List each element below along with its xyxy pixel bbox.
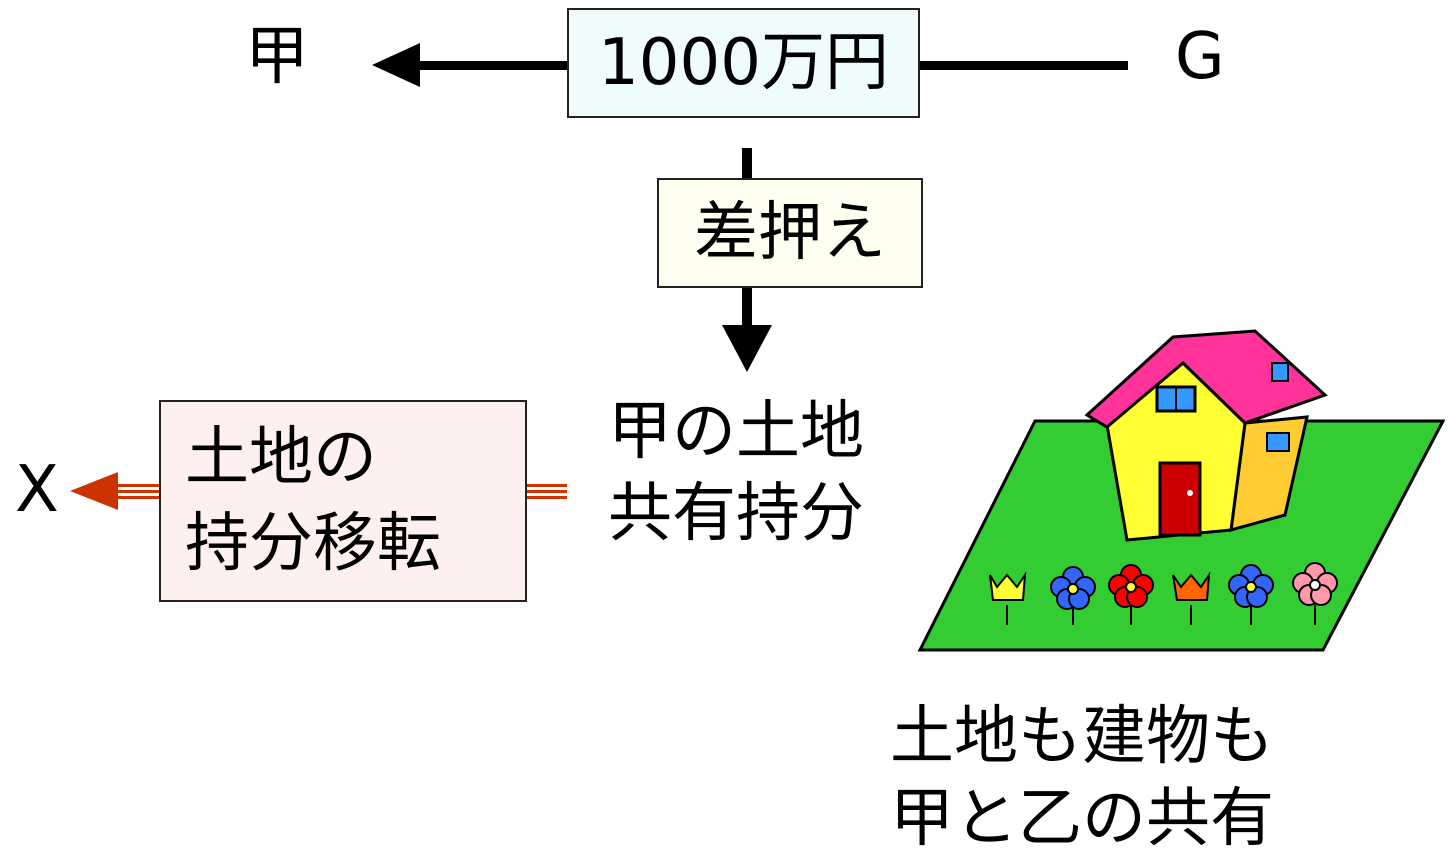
target-line-1: 甲の土地 [608, 395, 864, 469]
target-line-2: 共有持分 [608, 477, 864, 551]
arrow-to-kou-shaft [415, 61, 570, 70]
transfer-box: 土地の 持分移転 [159, 400, 527, 602]
arrow-to-kou-head [372, 43, 420, 87]
transfer-line-1: 土地の [185, 421, 377, 495]
party-g: G [1175, 20, 1225, 94]
target-share: 甲の土地 共有持分 [608, 400, 864, 546]
recipient-x: X [15, 453, 59, 527]
line-g-to-amount [918, 61, 1128, 70]
caption-line-1: 土地も建物も [890, 700, 1274, 774]
amount-label: 1000万円 [598, 26, 889, 100]
seizure-label: 差押え [694, 196, 886, 270]
arrow-seizure-shaft [742, 287, 752, 329]
seizure-box: 差押え [657, 178, 923, 288]
arrow-seizure-head [722, 325, 772, 372]
illustration-caption: 土地も建物も 甲と乙の共有 [890, 705, 1274, 851]
party-kou: 甲 [245, 20, 309, 94]
caption-line-2: 甲と乙の共有 [890, 782, 1274, 856]
transfer-arrow [70, 472, 567, 510]
house-with-flower-garden-icon [917, 329, 1445, 652]
amount-box: 1000万円 [567, 8, 920, 118]
transfer-line-2: 持分移転 [185, 507, 441, 581]
line-amount-to-seizure [742, 148, 752, 178]
